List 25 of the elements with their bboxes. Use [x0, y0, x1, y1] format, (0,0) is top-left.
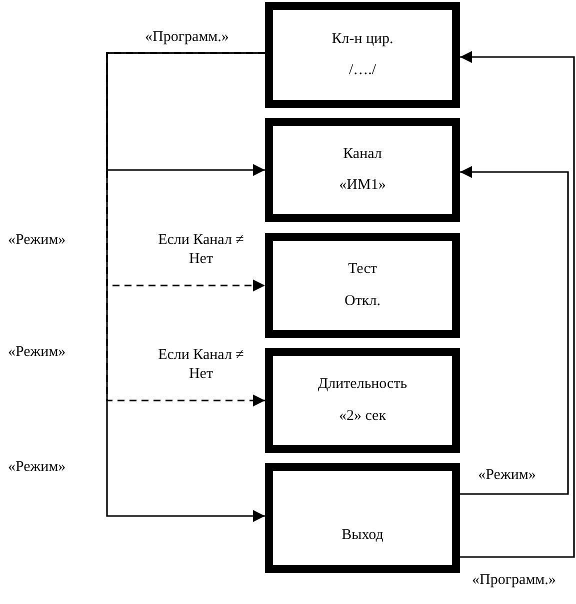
process-box: [265, 2, 460, 108]
edge-label: Если Канал ≠ Нет: [157, 230, 245, 269]
edge-label: «Режим»: [477, 466, 537, 485]
box-text: /…./: [348, 62, 376, 80]
box-text: Тест: [348, 261, 377, 278]
box-text: Канал: [343, 146, 382, 163]
box-text: Кл-н цир.: [332, 30, 394, 48]
box-text: «2» сек: [338, 408, 386, 425]
box-text: Выход: [342, 527, 384, 545]
process-box: [265, 348, 460, 453]
box-text: «ИМ1»: [339, 177, 386, 194]
edge-label: «Программ.»: [471, 571, 557, 590]
arrow: [460, 166, 569, 495]
side-label: «Режим»: [8, 231, 66, 250]
process-box: [265, 118, 460, 222]
arrow: [460, 51, 575, 558]
process-box: [265, 463, 460, 573]
edge-label: «Программ.»: [144, 28, 230, 47]
side-label: «Режим»: [8, 343, 66, 362]
box-text: Откл.: [344, 292, 380, 310]
process-box: [265, 233, 460, 338]
edge-label: Если Канал ≠ Нет: [157, 346, 245, 384]
box-text: Длительность: [318, 376, 408, 394]
arrow: [106, 52, 265, 522]
side-label: «Режим»: [8, 458, 66, 477]
